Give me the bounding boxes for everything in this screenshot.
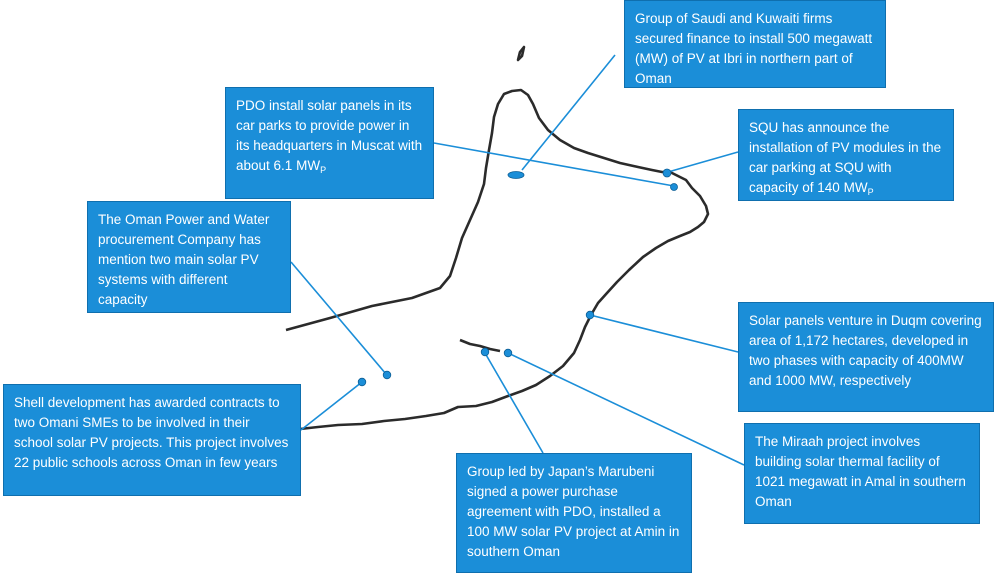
- callout-pdo-muscat: PDO install solar panels in its car park…: [225, 87, 434, 199]
- callout-saudi-kuwaiti-ibri: Group of Saudi and Kuwaiti firms secured…: [624, 0, 886, 88]
- callout-marubeni: Group led by Japan’s Marubeni signed a p…: [456, 453, 692, 573]
- oman-map-outline: [285, 45, 710, 431]
- callout-miraah: The Miraah project involves building sol…: [744, 423, 980, 524]
- leader-marubeni: [484, 352, 544, 454]
- marker-amin: [480, 347, 490, 357]
- marker-ibri: [507, 171, 525, 179]
- callout-shell: Shell development has awarded contracts …: [3, 384, 301, 496]
- callout-pdo-unit-sub: P: [320, 165, 327, 175]
- marker-amal: [503, 348, 513, 358]
- leader-lines: [290, 54, 745, 466]
- callout-squ-unit: MW: [843, 180, 868, 195]
- leader-duqm: [589, 314, 739, 353]
- leader-saudi: [521, 54, 616, 171]
- location-markers: [357, 168, 678, 387]
- leader-opwp: [290, 261, 387, 375]
- callout-squ-text: SQU has announce the installation of PV …: [749, 120, 942, 195]
- marker-squ: [662, 168, 672, 178]
- callout-squ-unit-sub: P: [867, 187, 874, 197]
- marker-pdo-muscat: [670, 183, 678, 191]
- callout-opwp: The Oman Power and Water procurement Com…: [87, 201, 291, 313]
- leader-shell: [300, 381, 363, 431]
- leader-pdo: [433, 142, 675, 187]
- callout-pdo-unit: MW: [296, 158, 321, 173]
- leader-squ: [667, 151, 739, 173]
- leader-miraah: [507, 352, 745, 466]
- callout-pdo-text: PDO install solar panels in its car park…: [236, 98, 423, 173]
- marker-shell: [357, 377, 367, 387]
- callout-duqm: Solar panels venture in Duqm covering ar…: [738, 302, 994, 412]
- marker-opwp: [382, 370, 392, 380]
- marker-duqm: [585, 310, 595, 320]
- callout-squ: SQU has announce the installation of PV …: [738, 109, 954, 201]
